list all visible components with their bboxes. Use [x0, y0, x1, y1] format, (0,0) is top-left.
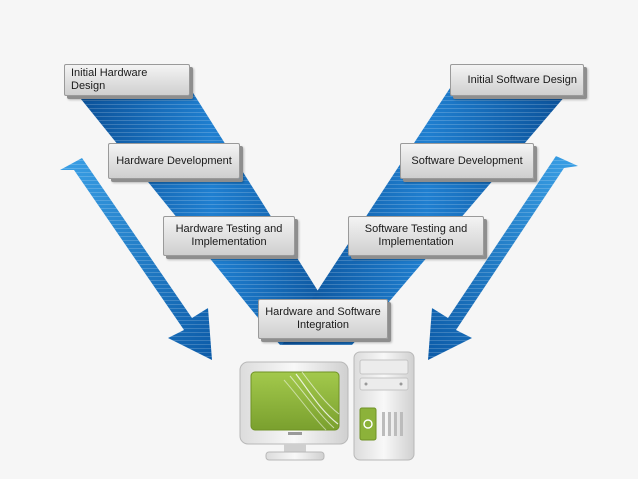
step-initial-hardware-design: Initial Hardware Design	[64, 64, 190, 96]
step-hardware-testing-implementation: Hardware Testing and Implementation	[163, 216, 295, 256]
step-software-testing-implementation: Software Testing and Implementation	[348, 216, 484, 256]
down-right-arrow-icon	[60, 158, 212, 360]
step-hardware-software-integration: Hardware and Software Integration	[258, 299, 388, 339]
step-hardware-development: Hardware Development	[108, 143, 240, 179]
step-software-development: Software Development	[400, 143, 534, 179]
desktop-computer-icon	[239, 351, 415, 461]
step-initial-software-design: Initial Software Design	[450, 64, 584, 96]
down-left-arrow-icon	[428, 156, 578, 360]
